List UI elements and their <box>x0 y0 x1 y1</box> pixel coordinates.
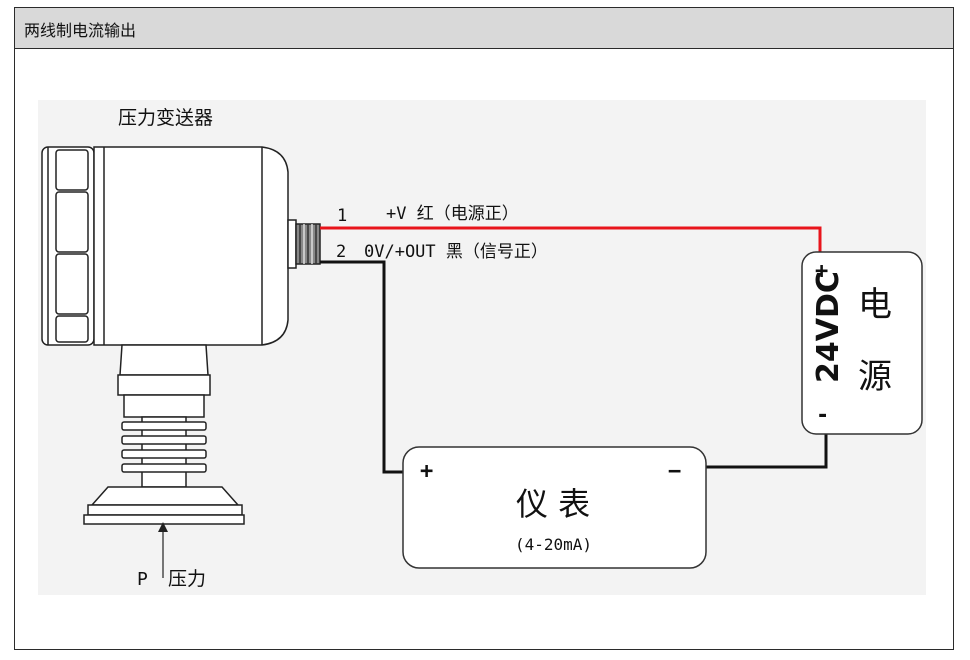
transmitter-drawing <box>41 146 321 578</box>
cooling-fin <box>121 421 207 431</box>
header-bar: 两线制电流输出 <box>15 8 953 49</box>
power-plus: + <box>815 259 828 284</box>
wire-2-number: 2 <box>336 242 346 262</box>
wire-2-label: 0V/+OUT 黑（信号正） <box>364 242 548 262</box>
meter-range: (4-20mA) <box>515 535 592 554</box>
pressure-symbol: P <box>137 569 148 590</box>
wire-1-red <box>320 226 822 258</box>
meter-box <box>402 446 707 569</box>
connector-base <box>287 219 297 269</box>
power-voltage: 24VDC <box>811 271 846 383</box>
flange-base <box>83 514 245 525</box>
cooling-fin <box>121 435 207 445</box>
cooling-fin <box>121 449 207 459</box>
meter-minus: − <box>668 459 681 484</box>
power-name-2: 源 <box>858 357 892 397</box>
header-title: 两线制电流输出 <box>24 21 137 40</box>
power-minus: - <box>816 403 829 428</box>
wire-2-black <box>320 260 403 474</box>
device-label: 压力变送器 <box>118 107 213 129</box>
pressure-label: 压力 <box>168 568 206 590</box>
meter-plus: + <box>420 459 433 484</box>
meter-name: 仪 表 <box>516 485 590 523</box>
wire-1-number: 1 <box>337 206 347 226</box>
power-supply-box <box>801 251 923 435</box>
cooling-fin <box>121 463 207 473</box>
power-name-1: 电 <box>858 285 892 325</box>
wire-1-label: +V 红（电源正） <box>386 204 519 224</box>
transmitter-neck <box>119 344 209 376</box>
transmitter-body <box>93 146 289 346</box>
wire-meter-to-power <box>706 432 828 469</box>
clamp-flange <box>90 486 240 506</box>
